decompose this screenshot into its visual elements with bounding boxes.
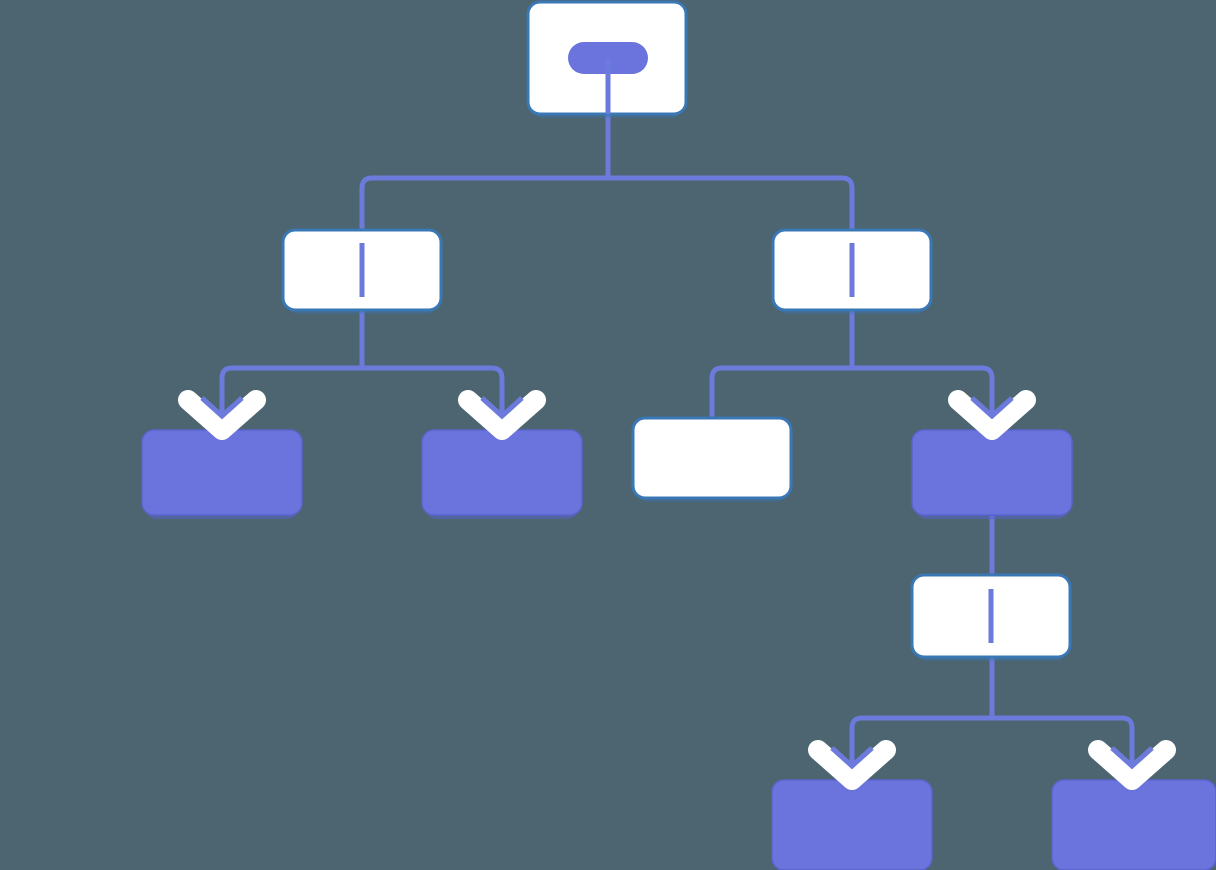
arrowhead-layer: [178, 390, 1176, 790]
leaf-node-3[interactable]: [771, 779, 933, 870]
arrow-purple-head: [480, 396, 524, 420]
root-node[interactable]: [526, 0, 688, 118]
arrow-down-icon: [808, 740, 896, 790]
leaf-node-1[interactable]: [141, 429, 303, 519]
edge-left-to-leaf1: [219, 310, 365, 430]
arrow-purple-head: [200, 396, 244, 420]
arrow-down-icon: [178, 390, 266, 440]
edge-root-to-left: [359, 114, 611, 230]
arrow-white-chevron: [178, 390, 266, 440]
node-body-purple[interactable]: [1051, 779, 1216, 870]
node-body-purple[interactable]: [141, 429, 303, 516]
edge-sub-to-leaf3: [849, 657, 995, 780]
node-body-purple[interactable]: [911, 429, 1073, 516]
leaf-node-4[interactable]: [1051, 779, 1216, 870]
edge-root-to-right: [605, 114, 855, 230]
arrow-white-chevron: [808, 740, 896, 790]
edge-sub-to-leaf4: [989, 657, 1135, 780]
leaf-node-2[interactable]: [421, 429, 583, 519]
node-layer: [141, 0, 1216, 870]
arrow-white-chevron: [1088, 740, 1176, 790]
edge-right-to-empty: [709, 310, 855, 418]
arrow-down-icon: [948, 390, 1036, 440]
node-body-purple[interactable]: [421, 429, 583, 516]
branch-node-deep[interactable]: [911, 429, 1073, 519]
arrow-down-icon: [1088, 740, 1176, 790]
arrow-purple-head: [1110, 746, 1154, 770]
edge-left-to-leaf2: [359, 310, 505, 430]
arrow-down-icon: [458, 390, 546, 440]
arrow-white-chevron: [948, 390, 1036, 440]
arrow-purple-head: [970, 396, 1014, 420]
node-body-white[interactable]: [631, 416, 793, 500]
node-body-purple[interactable]: [771, 779, 933, 870]
empty-node[interactable]: [631, 416, 793, 502]
node-inner-line-layer: [359, 243, 994, 643]
connector-layer: [219, 114, 1135, 780]
edge-right-to-deep: [849, 310, 995, 430]
arrow-white-chevron: [458, 390, 546, 440]
arrow-purple-head: [830, 746, 874, 770]
